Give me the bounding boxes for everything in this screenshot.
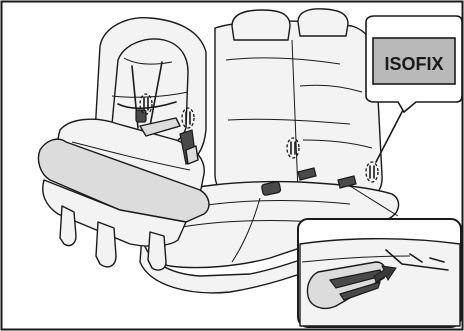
anchor-closeup-inset [298, 219, 461, 327]
isofix-label-callout: ISOFIX [366, 16, 462, 112]
isofix-label-text: ISOFIX [384, 54, 443, 74]
